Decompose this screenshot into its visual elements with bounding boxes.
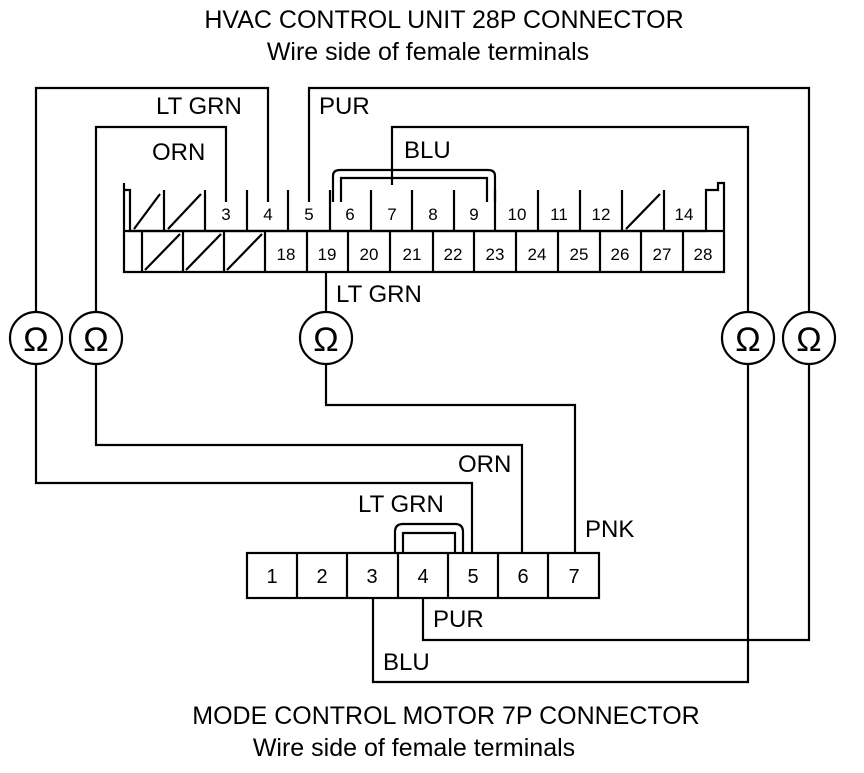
pin-6: 6 — [345, 205, 354, 224]
motor-pin-3: 3 — [366, 566, 377, 588]
ohmmeter-circle — [298, 310, 354, 366]
label-lt-grn-pin19: LT GRN — [336, 281, 422, 308]
wire-labels: LT GRN ORN PUR BLU LT GRN ORN LT GRN PNK… — [152, 93, 634, 676]
blank-cell-hatch — [226, 233, 263, 271]
ohm-symbol-icon: Ω — [83, 321, 108, 359]
wire-blu-inner-right-lower — [371, 364, 750, 684]
ohmmeter-circle — [781, 310, 837, 366]
row2-pin-labels: 18 19 20 21 22 23 24 25 26 27 28 — [277, 245, 713, 264]
label-lt-grn-pin4: LT GRN — [156, 93, 242, 120]
connector-7p-body — [245, 551, 601, 600]
wire-orn-inner-left-lower — [94, 364, 524, 553]
wire-pnk-center-lower — [324, 364, 577, 553]
ohm-symbol-icon: Ω — [735, 321, 760, 359]
label-orn-pin3: ORN — [152, 139, 205, 166]
label-pur-motor: PUR — [433, 606, 484, 633]
label-lt-grn-motor: LT GRN — [358, 491, 444, 518]
blank-cell-hatch — [144, 233, 181, 271]
row1-pin-labels: 3 4 5 6 7 8 9 10 11 12 14 — [221, 205, 693, 224]
ohm-symbol-icon: Ω — [23, 321, 48, 359]
wire-lt-grn-outer-left-lower — [34, 364, 474, 553]
row1-grid — [133, 190, 666, 231]
jumper-6-9 — [331, 168, 497, 202]
ohm-symbol-icon: Ω — [313, 321, 338, 359]
bottom-connector-subtitle: Wire side of female terminals — [253, 734, 575, 762]
connector-7p-pin-labels: 1 2 3 4 5 6 7 — [266, 566, 579, 588]
label-pur-pin5: PUR — [319, 93, 370, 120]
pin-3: 3 — [221, 205, 230, 224]
ohm-symbol-icon: Ω — [796, 321, 821, 359]
pin-9: 9 — [469, 205, 478, 224]
wire-blu-inner-right — [390, 125, 750, 312]
ohmmeter-center: Ω — [298, 310, 354, 366]
jumper-4-5 — [393, 522, 465, 553]
pin-25: 25 — [570, 245, 589, 264]
ohmmeters: Ω Ω Ω Ω Ω — [8, 310, 837, 366]
blank-cell-hatch — [133, 193, 161, 230]
blank-cell-hatch — [625, 193, 661, 230]
ohmmeter-outer-left: Ω — [8, 310, 64, 366]
motor-pin-5: 5 — [467, 566, 478, 588]
pin-5: 5 — [304, 205, 313, 224]
pin-22: 22 — [444, 245, 463, 264]
pin-24: 24 — [528, 245, 547, 264]
blank-cell-hatch — [185, 233, 222, 271]
wire-pur-outer-right — [307, 86, 811, 312]
wire-orn-inner-left — [94, 125, 228, 312]
motor-pin-4: 4 — [417, 566, 428, 588]
ohmmeter-circle — [8, 310, 64, 366]
pin-26: 26 — [611, 245, 630, 264]
pin-18: 18 — [277, 245, 296, 264]
connector-7p — [245, 522, 601, 600]
row2-grid — [140, 231, 685, 272]
pin-12: 12 — [592, 205, 611, 224]
label-blu-jumper: BLU — [404, 137, 451, 164]
pin-21: 21 — [403, 245, 422, 264]
pin-19: 19 — [318, 245, 337, 264]
pin-27: 27 — [653, 245, 672, 264]
ohmmeter-circle — [68, 310, 124, 366]
ohmmeter-inner-right: Ω — [720, 310, 776, 366]
label-pnk-motor: PNK — [585, 516, 634, 543]
wire-pur-outer-right-lower — [421, 364, 811, 642]
pin-8: 8 — [428, 205, 437, 224]
ohmmeter-inner-left: Ω — [68, 310, 124, 366]
pin-20: 20 — [360, 245, 379, 264]
pin-10: 10 — [508, 205, 527, 224]
top-connector-subtitle: Wire side of female terminals — [267, 38, 589, 66]
pin-11: 11 — [550, 205, 568, 224]
motor-pin-1: 1 — [266, 566, 277, 588]
top-connector-title: HVAC CONTROL UNIT 28P CONNECTOR — [204, 6, 683, 34]
label-blu-motor: BLU — [383, 649, 430, 676]
motor-pin-2: 2 — [316, 566, 327, 588]
blank-cell-hatch — [167, 193, 202, 230]
bottom-connector-title: MODE CONTROL MOTOR 7P CONNECTOR — [192, 702, 699, 730]
wire-lt-grn-outer-left — [34, 86, 270, 312]
pin-28: 28 — [694, 245, 713, 264]
pin-4: 4 — [263, 205, 272, 224]
pin-14: 14 — [675, 205, 694, 224]
pin-23: 23 — [486, 245, 505, 264]
motor-pin-7: 7 — [568, 566, 579, 588]
label-orn-motor: ORN — [458, 451, 511, 478]
connector-28p-body — [122, 181, 726, 274]
motor-pin-6: 6 — [517, 566, 528, 588]
ohmmeter-circle — [720, 310, 776, 366]
ohmmeter-outer-right: Ω — [781, 310, 837, 366]
pin-7: 7 — [387, 205, 396, 224]
